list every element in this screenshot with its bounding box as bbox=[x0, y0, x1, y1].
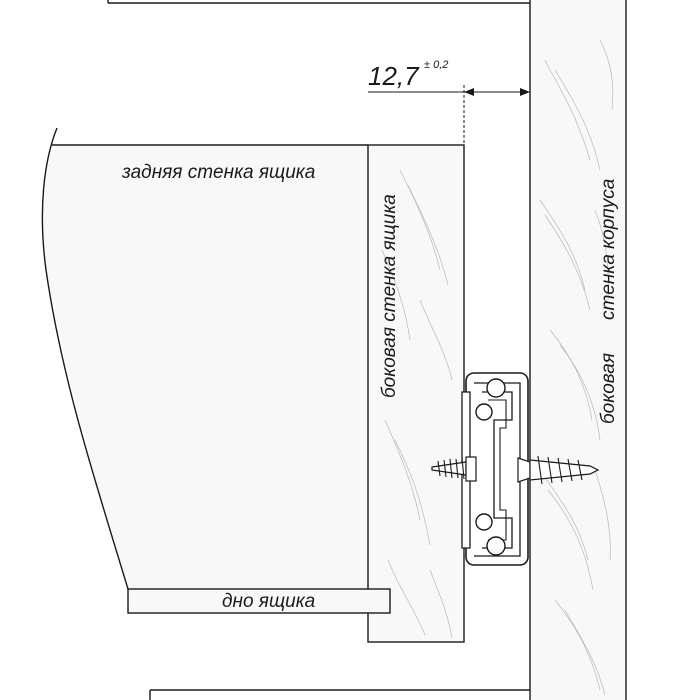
cabinet-top-panel bbox=[107, 0, 530, 4]
bearing-ball-icon bbox=[475, 403, 493, 421]
drawer-bottom-panel bbox=[127, 588, 391, 614]
ball-bearing-slide bbox=[431, 372, 600, 566]
label-drawer-bottom: дно ящика bbox=[222, 591, 315, 612]
arrow-right-icon bbox=[520, 88, 530, 96]
cabinet-side-wall bbox=[529, 0, 627, 700]
cabinet-bottom-panel bbox=[149, 689, 530, 700]
dimension-tolerance: ± 0,2 bbox=[424, 59, 448, 71]
screw-icon bbox=[517, 455, 600, 485]
gap-dimension: 12,7 ± 0,2 bbox=[368, 59, 530, 145]
bearing-ball-icon bbox=[475, 513, 493, 531]
label-cabinet-side-1: боковая bbox=[598, 353, 619, 424]
drawer-side-wall bbox=[367, 144, 465, 643]
screw-icon bbox=[431, 456, 477, 482]
label-drawer-side-wall: боковая стенка ящика bbox=[379, 194, 400, 398]
wood-grain-texture bbox=[381, 169, 453, 639]
label-back-wall: задняя стенка ящика bbox=[121, 162, 315, 183]
drawer-back-wall bbox=[41, 127, 369, 590]
label-cabinet-side-2: стенка корпуса bbox=[598, 179, 619, 320]
dimension-value: 12,7 bbox=[368, 61, 420, 91]
bearing-ball-icon bbox=[486, 536, 506, 556]
bearing-ball-icon bbox=[486, 378, 506, 398]
wood-grain-texture bbox=[539, 39, 614, 696]
arrow-left-icon bbox=[464, 88, 474, 96]
